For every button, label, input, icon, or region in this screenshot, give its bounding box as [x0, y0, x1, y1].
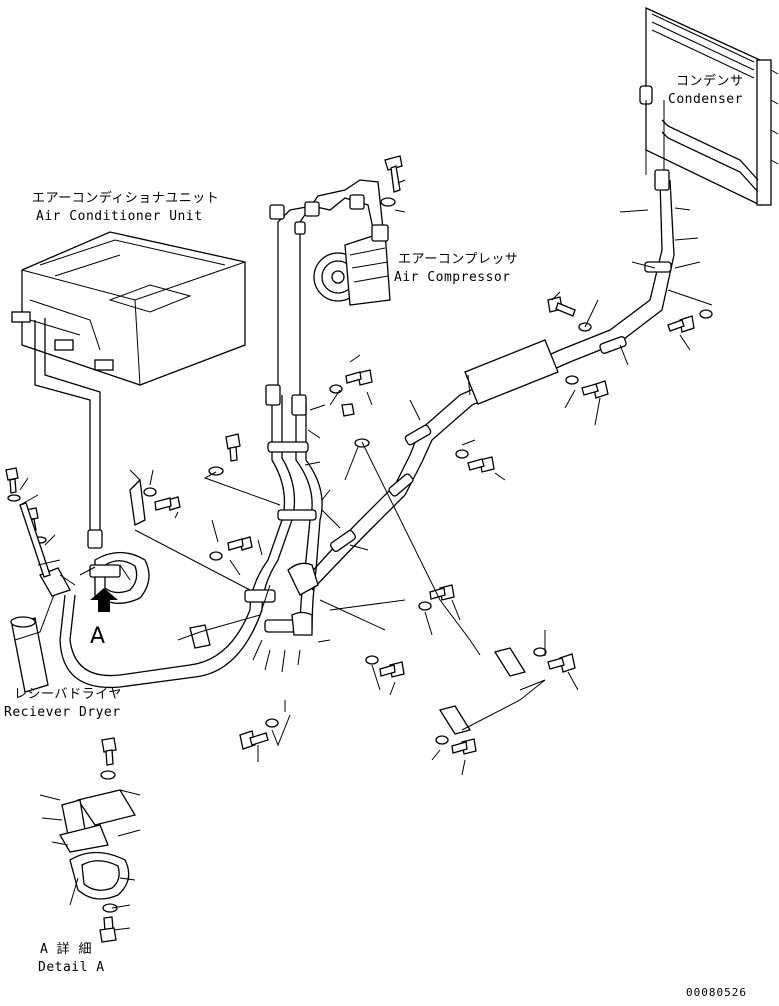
- condenser: [639, 6, 779, 207]
- receiver-dryer-label-jp: レシーバドライヤ: [14, 687, 122, 702]
- ac-unit-label-en: Air Conditioner Unit: [36, 209, 203, 224]
- bolts-washers: [129, 296, 713, 755]
- air-conditioner-unit: [11, 231, 246, 549]
- detail-a-label-jp: A 詳 細: [40, 942, 92, 957]
- receiver-dryer: [10, 551, 150, 693]
- hose-routing: [59, 169, 675, 689]
- leader-lines: [19, 100, 713, 931]
- receiver-dryer-label-en: Reciever Dryer: [4, 705, 121, 720]
- drawing-number: 00080526: [686, 986, 747, 999]
- bolts-left: [5, 467, 51, 578]
- ac-unit-label-jp: エアーコンディショナユニット: [32, 191, 220, 206]
- condenser-label-en: Condenser: [668, 92, 743, 107]
- air-compressor: [269, 155, 403, 395]
- view-letter-a: A: [90, 624, 106, 649]
- detail-a-drawing: [58, 737, 137, 943]
- condenser-label-jp: コンデンサ: [676, 74, 744, 89]
- compressor-label-en: Air Compressor: [394, 270, 511, 285]
- detail-a-label-en: Detail A: [38, 960, 105, 975]
- compressor-label-jp: エアーコンプレッサ: [398, 252, 519, 267]
